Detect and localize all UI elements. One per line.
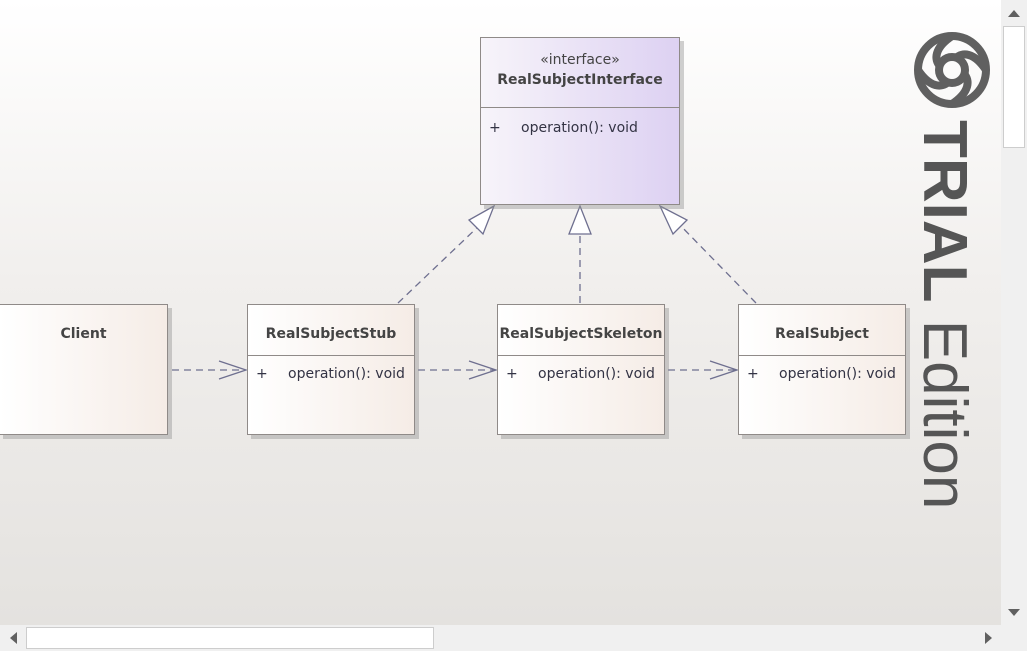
scroll-left-button[interactable] — [0, 625, 26, 651]
class-name: Client — [60, 326, 107, 342]
operation-signature: operation(): void — [521, 120, 638, 136]
trial-watermark: TRIAL Edition — [905, 30, 1001, 530]
operation-visibility: + — [747, 366, 759, 382]
interface-real-subject-interface[interactable]: «interface» RealSubjectInterface + opera… — [480, 37, 680, 205]
realization-real-to-interface[interactable] — [658, 204, 757, 304]
operation-visibility: + — [506, 366, 518, 382]
realization-skeleton-to-interface[interactable] — [568, 204, 592, 303]
dependency-skeleton-to-real[interactable] — [668, 360, 740, 380]
horizontal-scrollbar[interactable] — [0, 625, 1001, 651]
scroll-right-button[interactable] — [975, 625, 1001, 651]
operation-visibility: + — [489, 120, 501, 136]
class-real-subject-skeleton[interactable]: RealSubjectSkeleton + operation(): void — [497, 304, 665, 435]
sparx-logo-icon — [914, 32, 990, 108]
class-real-subject[interactable]: RealSubject + operation(): void — [738, 304, 906, 435]
class-name: RealSubject — [739, 305, 905, 356]
watermark-bold: TRIAL — [910, 120, 979, 303]
arrow-up-icon — [1008, 9, 1020, 17]
class-operation[interactable]: + operation(): void — [248, 356, 414, 392]
operation-signature: operation(): void — [779, 366, 896, 382]
operation-signature: operation(): void — [288, 366, 405, 382]
operation-visibility: + — [256, 366, 268, 382]
watermark-text: TRIAL Edition — [905, 120, 1001, 530]
arrow-down-icon — [1008, 608, 1020, 616]
connector-layer — [172, 204, 757, 380]
arrow-right-icon — [984, 632, 992, 644]
scroll-down-button[interactable] — [1001, 599, 1027, 625]
scrollbar-corner — [1001, 625, 1027, 651]
dependency-stub-to-skeleton[interactable] — [418, 360, 499, 380]
scroll-up-button[interactable] — [1001, 0, 1027, 26]
class-name: RealSubjectSkeleton — [498, 305, 664, 356]
interface-stereotype: «interface» — [540, 52, 620, 68]
arrow-left-icon — [9, 632, 17, 644]
diagram-canvas[interactable]: «interface» RealSubjectInterface + opera… — [0, 0, 1001, 625]
class-real-subject-stub[interactable]: RealSubjectStub + operation(): void — [247, 304, 415, 435]
class-name: RealSubjectStub — [248, 305, 414, 356]
class-operation[interactable]: + operation(): void — [498, 356, 664, 392]
vertical-scrollbar[interactable] — [1001, 0, 1027, 625]
class-client[interactable]: Client — [0, 304, 168, 435]
interface-header: «interface» RealSubjectInterface — [481, 38, 679, 108]
operation-signature: operation(): void — [538, 366, 655, 382]
interface-name: RealSubjectInterface — [497, 72, 663, 88]
class-operation[interactable]: + operation(): void — [739, 356, 905, 392]
vertical-scroll-thumb[interactable] — [1003, 26, 1025, 148]
dependency-client-to-stub[interactable] — [172, 360, 249, 380]
horizontal-scroll-thumb[interactable] — [26, 627, 434, 649]
watermark-rest: Edition — [910, 302, 979, 510]
realization-stub-to-interface[interactable] — [397, 204, 496, 304]
interface-operation[interactable]: + operation(): void — [481, 110, 679, 146]
